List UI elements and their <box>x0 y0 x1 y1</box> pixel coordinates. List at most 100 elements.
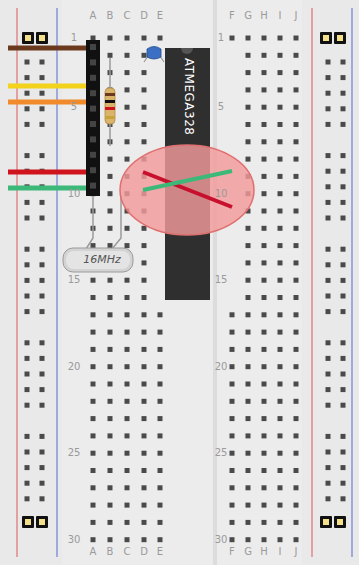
breadboard-hole <box>341 75 346 80</box>
breadboard-hole <box>25 60 30 65</box>
header-pin <box>90 152 96 158</box>
breadboard-hole <box>262 53 267 58</box>
breadboard-hole <box>108 485 113 490</box>
breadboard-hole <box>262 139 267 144</box>
breadboard-hole <box>108 209 113 214</box>
breadboard-hole <box>91 364 96 369</box>
breadboard-hole <box>125 468 130 473</box>
breadboard-hole <box>125 243 130 248</box>
breadboard-hole <box>294 537 299 542</box>
breadboard-hole <box>262 416 267 421</box>
breadboard-hole <box>294 260 299 265</box>
row-number: 30 <box>215 535 228 545</box>
breadboard-hole <box>25 372 30 377</box>
breadboard-hole <box>108 520 113 525</box>
breadboard-hole <box>40 465 45 470</box>
breadboard-hole <box>341 387 346 392</box>
breadboard-hole <box>246 295 251 300</box>
breadboard-hole <box>294 209 299 214</box>
breadboard-hole <box>108 53 113 58</box>
breadboard-hole <box>142 520 147 525</box>
breadboard-hole <box>262 260 267 265</box>
breadboard-hole <box>158 520 163 525</box>
breadboard-hole <box>91 416 96 421</box>
breadboard-hole <box>278 451 283 456</box>
breadboard-hole <box>294 451 299 456</box>
breadboard-hole <box>341 372 346 377</box>
breadboard-hole <box>246 36 251 41</box>
breadboard-hole <box>326 184 331 189</box>
breadboard-hole <box>278 139 283 144</box>
breadboard-hole <box>108 382 113 387</box>
breadboard-hole <box>108 399 113 404</box>
breadboard-hole <box>326 465 331 470</box>
breadboard-hole <box>158 485 163 490</box>
breadboard-hole <box>230 312 235 317</box>
header-pin <box>90 90 96 96</box>
breadboard-hole <box>230 451 235 456</box>
breadboard-hole <box>341 122 346 127</box>
breadboard-hole <box>108 451 113 456</box>
breadboard-hole <box>246 537 251 542</box>
breadboard-hole <box>326 106 331 111</box>
breadboard-hole <box>326 450 331 455</box>
breadboard-hole <box>341 294 346 299</box>
breadboard-hole <box>246 503 251 508</box>
breadboard-hole <box>142 468 147 473</box>
breadboard-hole <box>108 243 113 248</box>
breadboard-hole <box>278 122 283 127</box>
breadboard-hole <box>142 278 147 283</box>
breadboard-hole <box>108 278 113 283</box>
breadboard-hole <box>125 433 130 438</box>
breadboard-hole <box>142 70 147 75</box>
breadboard-hole <box>230 399 235 404</box>
breadboard-hole <box>341 356 346 361</box>
header-pin <box>90 183 96 189</box>
header-pin <box>90 106 96 112</box>
breadboard-hole <box>230 503 235 508</box>
breadboard-hole <box>341 106 346 111</box>
breadboard-hole <box>262 122 267 127</box>
breadboard-hole <box>294 226 299 231</box>
breadboard-hole <box>262 382 267 387</box>
breadboard-hole <box>278 347 283 352</box>
breadboard-hole <box>326 122 331 127</box>
breadboard-hole <box>230 537 235 542</box>
breadboard-hole <box>294 485 299 490</box>
breadboard-hole <box>142 451 147 456</box>
breadboard-hole <box>40 262 45 267</box>
column-letter: A <box>90 547 97 557</box>
breadboard-hole <box>125 485 130 490</box>
breadboard-hole <box>246 468 251 473</box>
breadboard-hole <box>25 387 30 392</box>
breadboard-hole <box>262 503 267 508</box>
breadboard-hole <box>25 200 30 205</box>
breadboard-hole <box>158 537 163 542</box>
breadboard-hole <box>246 87 251 92</box>
breadboard-hole <box>294 330 299 335</box>
column-letter: H <box>260 547 268 557</box>
column-letter: B <box>107 547 114 557</box>
breadboard-hole <box>142 364 147 369</box>
breadboard-hole <box>40 340 45 345</box>
breadboard-hole <box>25 340 30 345</box>
breadboard-hole <box>158 468 163 473</box>
breadboard-hole <box>142 382 147 387</box>
breadboard-hole <box>125 139 130 144</box>
column-letter: C <box>124 547 131 557</box>
breadboard-hole <box>341 403 346 408</box>
breadboard-hole <box>278 433 283 438</box>
breadboard-hole <box>91 243 96 248</box>
breadboard-hole <box>91 520 96 525</box>
breadboard-hole <box>142 53 147 58</box>
breadboard-hole <box>40 372 45 377</box>
breadboard-hole <box>108 433 113 438</box>
breadboard-hole <box>40 122 45 127</box>
breadboard-hole <box>125 105 130 110</box>
breadboard-hole <box>40 481 45 486</box>
breadboard-hole <box>25 106 30 111</box>
breadboard-hole <box>262 174 267 179</box>
breadboard-hole <box>246 347 251 352</box>
breadboard-hole <box>246 139 251 144</box>
breadboard-hole <box>294 433 299 438</box>
